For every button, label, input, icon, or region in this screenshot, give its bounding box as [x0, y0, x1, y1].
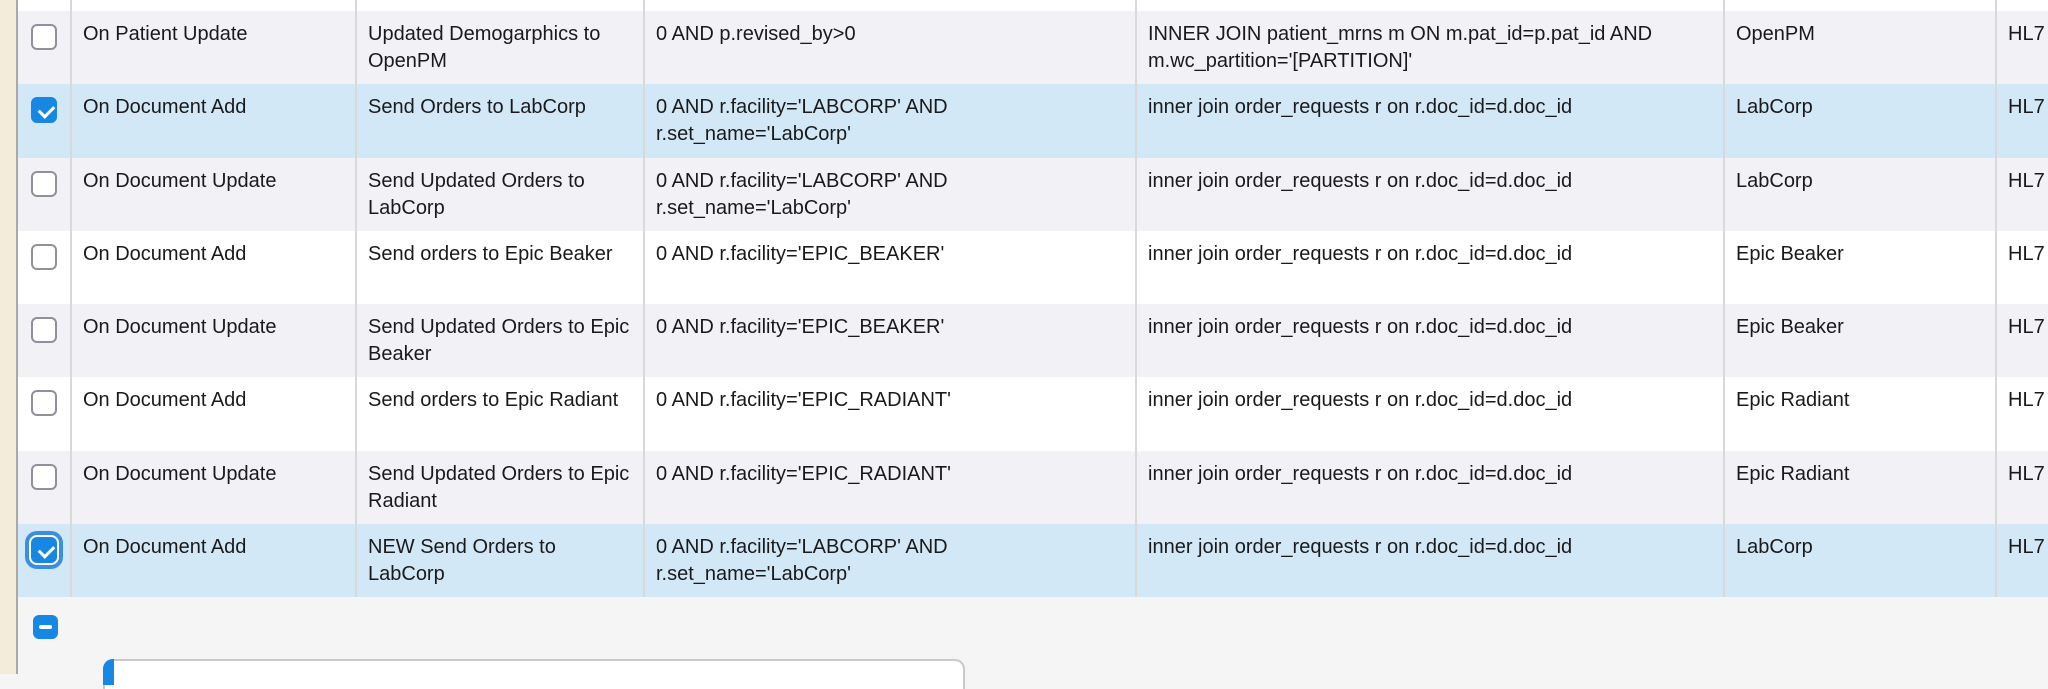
cell-protocol: HL7	[2008, 462, 2045, 485]
window-edge-divider	[16, 0, 18, 674]
cell-condition: 0 AND r.facility='EPIC_RADIANT'	[645, 450, 1137, 525]
cell-protocol: HL7	[2008, 242, 2045, 265]
cell-protocol: HL7	[2008, 389, 2045, 412]
row-checkbox-unchecked[interactable]	[31, 317, 57, 344]
cell-condition: 0 AND r.facility='EPIC_BEAKER'	[645, 304, 1137, 378]
cell-join: inner join order_requests r on r.doc_id=…	[1137, 304, 1725, 378]
checkbox-cell	[18, 230, 72, 305]
cell-event: On Document Add	[72, 230, 357, 305]
cell-protocol: HL7	[2008, 536, 2045, 559]
cell-interface: Epic Beaker	[1725, 230, 1997, 305]
cell-event: On Document Update	[72, 304, 357, 378]
cell-protocol: HL7	[2008, 96, 2045, 119]
cell-protocol: HL7	[2008, 316, 2045, 339]
row-checkbox-unchecked[interactable]	[31, 170, 57, 197]
cell-interface: OpenPM	[1725, 11, 1997, 85]
row-checkbox-unchecked[interactable]	[31, 243, 57, 270]
window-left-margin	[0, 0, 16, 674]
cell-description: NEW Send Orders to LabCorp	[357, 524, 645, 598]
cell-event: On Document Add	[72, 84, 357, 158]
cell-condition: 0 AND p.revised_by>0	[645, 11, 1137, 85]
cell-join: inner join order_requests r on r.doc_id=…	[1137, 230, 1725, 305]
cell-event: On Patient Update	[72, 11, 357, 85]
cell-description: Send Updated Orders to Epic Beaker	[357, 304, 645, 378]
cell-interface: LabCorp	[1725, 157, 1997, 231]
cell-condition: 0 AND r.facility='EPIC_RADIANT'	[645, 377, 1137, 451]
checkbox-cell	[18, 304, 72, 378]
cell-description: Updated Demogarphics to OpenPM	[357, 11, 645, 85]
cell-event: On Document Add	[72, 377, 357, 451]
cell-interface: Epic Radiant	[1725, 377, 1997, 451]
minus-icon	[39, 625, 52, 629]
detail-panel	[103, 659, 965, 689]
row-checkbox-unchecked[interactable]	[31, 463, 57, 490]
checkbox-cell	[18, 450, 72, 525]
cell-event: On Document Add	[72, 524, 357, 598]
cell-event: On Document Update	[72, 450, 357, 525]
checkbox-cell	[18, 157, 72, 231]
remove-row-button[interactable]	[33, 615, 58, 639]
checkbox-cell	[18, 84, 72, 158]
detail-panel-accent	[103, 659, 114, 685]
cell-join: inner join order_requests r on r.doc_id=…	[1137, 157, 1725, 231]
cell-join: inner join order_requests r on r.doc_id=…	[1137, 450, 1725, 525]
cell-protocol: HL7	[2008, 169, 2045, 192]
cell-join: inner join order_requests r on r.doc_id=…	[1137, 524, 1725, 598]
row-checkbox-unchecked[interactable]	[31, 390, 57, 417]
cell-join: INNER JOIN patient_mrns m ON m.pat_id=p.…	[1137, 11, 1725, 85]
cell-event: On Document Update	[72, 157, 357, 231]
checkbox-cell	[18, 524, 72, 598]
cutoff-row-top	[18, 0, 2048, 13]
cell-description: Send orders to Epic Radiant	[357, 377, 645, 451]
cell-description: Send Orders to LabCorp	[357, 84, 645, 158]
row-checkbox-checked[interactable]	[31, 97, 57, 124]
cell-description: Send Updated Orders to Epic Radiant	[357, 450, 645, 525]
cell-condition: 0 AND r.facility='LABCORP' AND r.set_nam…	[645, 157, 1137, 231]
cell-condition: 0 AND r.facility='LABCORP' AND r.set_nam…	[645, 84, 1137, 158]
cell-join: inner join order_requests r on r.doc_id=…	[1137, 84, 1725, 158]
cell-description: Send Updated Orders to LabCorp	[357, 157, 645, 231]
app-window: { "colors": { "accent_blue": "#1787e4", …	[0, 0, 2048, 674]
cell-interface: LabCorp	[1725, 524, 1997, 598]
checkbox-cell	[18, 377, 72, 451]
cell-interface: Epic Radiant	[1725, 450, 1997, 525]
cell-interface: Epic Beaker	[1725, 304, 1997, 378]
cell-condition: 0 AND r.facility='EPIC_BEAKER'	[645, 230, 1137, 305]
row-checkbox-unchecked[interactable]	[31, 24, 57, 50]
cell-description: Send orders to Epic Beaker	[357, 230, 645, 305]
row-checkbox-checked[interactable]	[31, 537, 57, 564]
cell-interface: LabCorp	[1725, 84, 1997, 158]
cell-protocol: HL7	[2008, 23, 2045, 45]
cell-condition: 0 AND r.facility='LABCORP' AND r.set_nam…	[645, 524, 1137, 598]
cell-join: inner join order_requests r on r.doc_id=…	[1137, 377, 1725, 451]
checkbox-cell	[18, 11, 72, 85]
